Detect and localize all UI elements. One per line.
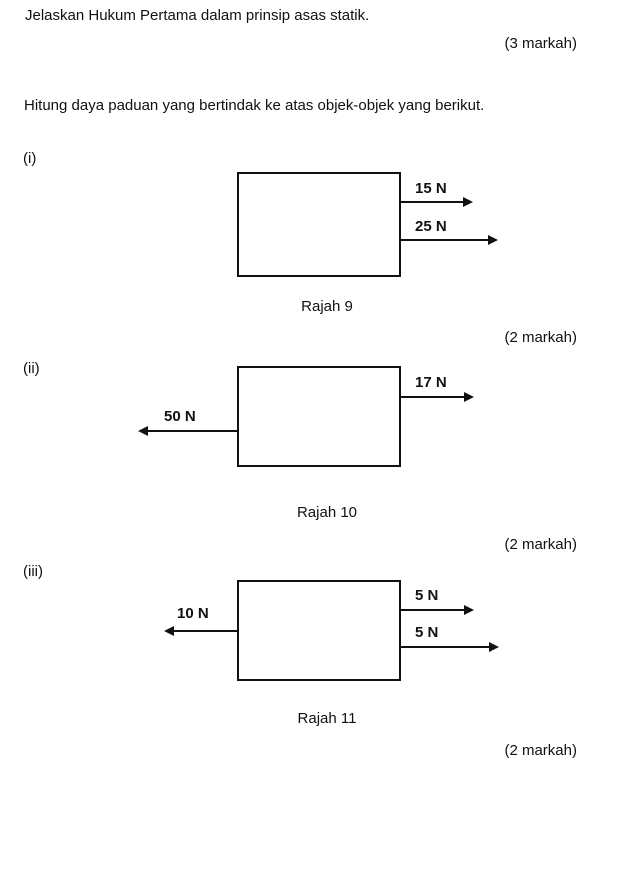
question-text: Jelaskan Hukum Pertama dalam prinsip asa… xyxy=(25,7,370,24)
part-i-marks: (2 markah) xyxy=(504,329,577,346)
force-label-15n: 15 N xyxy=(415,180,447,197)
force-label-10n: 10 N xyxy=(177,605,209,622)
instruction-text: Hitung daya paduan yang bertindak ke ata… xyxy=(24,97,485,114)
object-box-rajah-10 xyxy=(237,366,401,467)
part-ii-marks: (2 markah) xyxy=(504,536,577,553)
part-label-ii: (ii) xyxy=(23,360,40,377)
part-label-iii: (iii) xyxy=(23,563,43,580)
arrow-head-right-icon xyxy=(464,392,474,402)
arrow-head-right-icon xyxy=(489,642,499,652)
arrow-shaft xyxy=(171,630,237,632)
arrow-shaft xyxy=(400,609,467,611)
arrow-head-right-icon xyxy=(464,605,474,615)
force-label-25n: 25 N xyxy=(415,218,447,235)
arrow-head-right-icon xyxy=(463,197,473,207)
force-arrow-25n-right xyxy=(400,235,498,245)
arrow-head-left-icon xyxy=(138,426,148,436)
arrow-shaft xyxy=(400,201,466,203)
question-marks: (3 markah) xyxy=(504,35,577,52)
force-arrow-50n-left xyxy=(138,426,237,436)
arrow-shaft xyxy=(400,239,491,241)
figure-caption-rajah-10: Rajah 10 xyxy=(296,504,358,521)
force-arrow-5n-bottom-right xyxy=(400,642,499,652)
force-arrow-17n-right xyxy=(400,392,474,402)
force-label-5n-bottom: 5 N xyxy=(415,624,439,641)
arrow-shaft xyxy=(145,430,237,432)
figure-caption-rajah-9: Rajah 9 xyxy=(301,298,353,315)
force-label-5n-top: 5 N xyxy=(415,587,439,604)
force-arrow-10n-left xyxy=(164,626,237,636)
figure-caption-rajah-11: Rajah 11 xyxy=(297,710,357,727)
arrow-head-left-icon xyxy=(164,626,174,636)
arrow-head-right-icon xyxy=(488,235,498,245)
force-label-17n: 17 N xyxy=(415,374,447,391)
arrow-shaft xyxy=(400,396,467,398)
arrow-shaft xyxy=(400,646,492,648)
force-arrow-15n-right xyxy=(400,197,473,207)
part-label-i: (i) xyxy=(23,150,37,167)
force-label-50n: 50 N xyxy=(164,408,196,425)
part-iii-marks: (2 markah) xyxy=(504,742,577,759)
object-box-rajah-11 xyxy=(237,580,401,681)
object-box-rajah-9 xyxy=(237,172,401,277)
force-arrow-5n-top-right xyxy=(400,605,474,615)
